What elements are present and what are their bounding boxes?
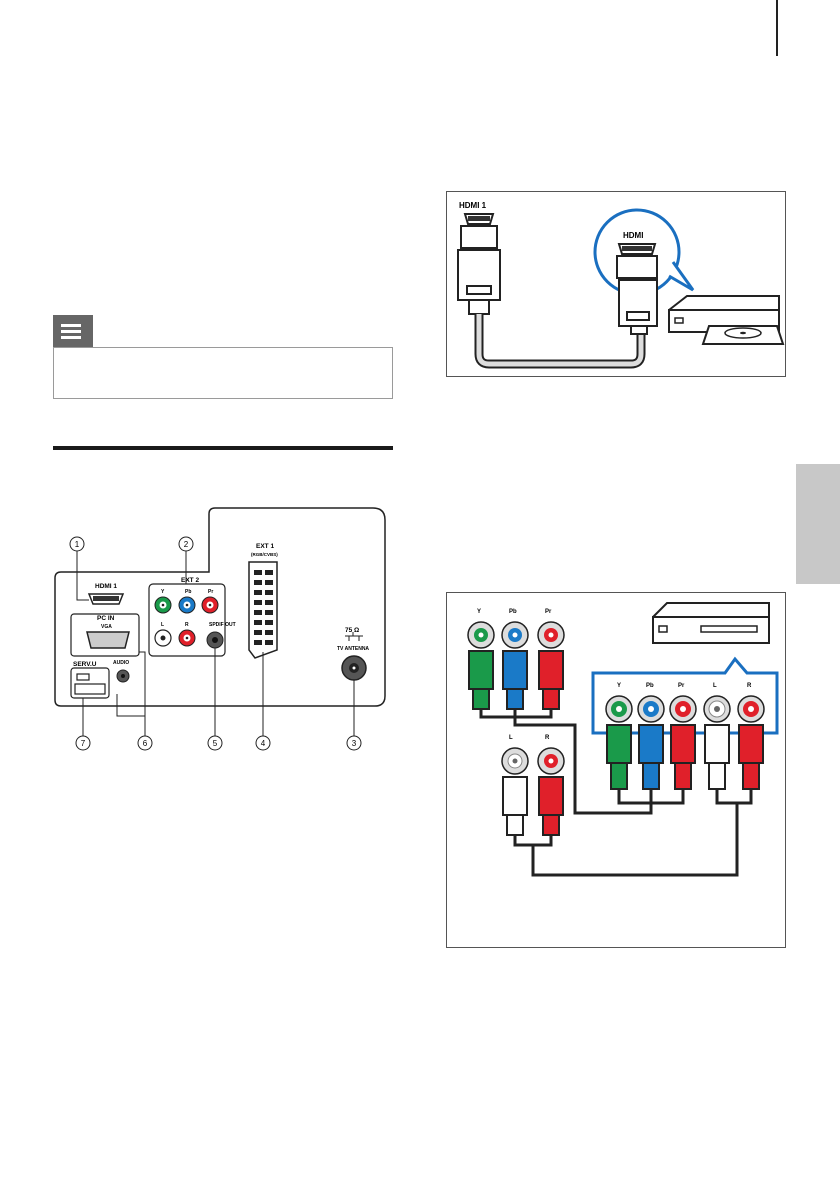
device-component-jacks [605,695,765,723]
ext2-pr-label: Pr [208,589,213,595]
svg-text:4: 4 [261,739,266,748]
panel-ext1-label: EXT 1 [256,543,274,550]
cable-pr-label: Pr [545,609,552,615]
hdmi-device-label: HDMI [623,231,643,240]
panel-audio-label: AUDIO [113,660,129,666]
ext2-audio-jacks [154,629,196,647]
device-pr-label: Pr [678,683,685,689]
panel-hdmi-label: HDMI 1 [95,583,117,590]
header-divider-line [776,0,778,56]
device-pb-label: Pb [646,683,654,689]
svg-text:3: 3 [352,739,357,748]
panel-ext2-label: EXT 2 [181,577,199,584]
device-y-label: Y [617,683,621,689]
cable-l-label: L [509,735,513,741]
ext2-component-jacks [154,596,219,614]
callout-7: 7 [75,735,91,751]
panel-serv-label: SERV.U [73,661,97,668]
hdmi-plug-right [616,243,658,335]
callout-5: 5 [207,735,223,751]
ext2-l-label: L [161,622,164,628]
svg-text:5: 5 [213,739,218,748]
device-l-label: L [713,683,717,689]
panel-ext1-sub: (RGB/CVBS) [251,552,278,557]
component-cables [479,709,753,877]
hdmi-plug-left [457,213,501,315]
component-connection-figure: Y Pb Pr L R Y Pb Pr [446,592,786,948]
section-rule [53,446,393,450]
panel-antenna-label: TV ANTENNA [337,646,369,652]
svg-text:1: 1 [75,540,80,549]
cable-y-label: Y [477,609,481,615]
panel-spdif-label: SPDIF OUT [209,622,236,628]
callout-3: 3 [346,735,362,751]
tv-back-panel-figure: HDMI 1 EXT 2 Y Pb Pr L R PC IN VGA AUDIO… [53,504,393,754]
svg-text:6: 6 [143,739,148,748]
cable-pb-label: Pb [509,609,517,615]
panel-outline [54,507,386,707]
note-box [53,347,393,399]
hdmi-connection-figure: HDMI 1 HDMI [446,191,786,377]
cable-r-label: R [545,735,550,741]
device-plugs [606,724,764,790]
device-r-label: R [747,683,752,689]
callout-6: 6 [137,735,153,751]
component-dvd-player-icon [652,602,770,644]
ext2-pb-label: Pb [185,589,191,595]
cable-component-plugs [467,621,565,710]
svg-text:2: 2 [184,540,189,549]
callout-1: 1 [69,536,85,552]
vga-port [86,631,130,649]
serv-port [74,683,106,695]
hdmi-port-label: HDMI 1 [459,201,487,210]
panel-vga-label: VGA [101,624,112,630]
dvd-player-icon [668,295,785,345]
cable-audio-plugs [501,747,565,836]
language-side-tab [796,464,840,584]
panel-pc-in-label: PC IN [97,615,115,622]
callout-2: 2 [178,536,194,552]
callout-4: 4 [255,735,271,751]
panel-antenna-ohm: 75 Ω [345,627,359,634]
note-icon [53,315,93,348]
ext2-y-label: Y [161,589,165,595]
ext2-r-label: R [185,622,189,628]
svg-text:7: 7 [81,739,86,748]
